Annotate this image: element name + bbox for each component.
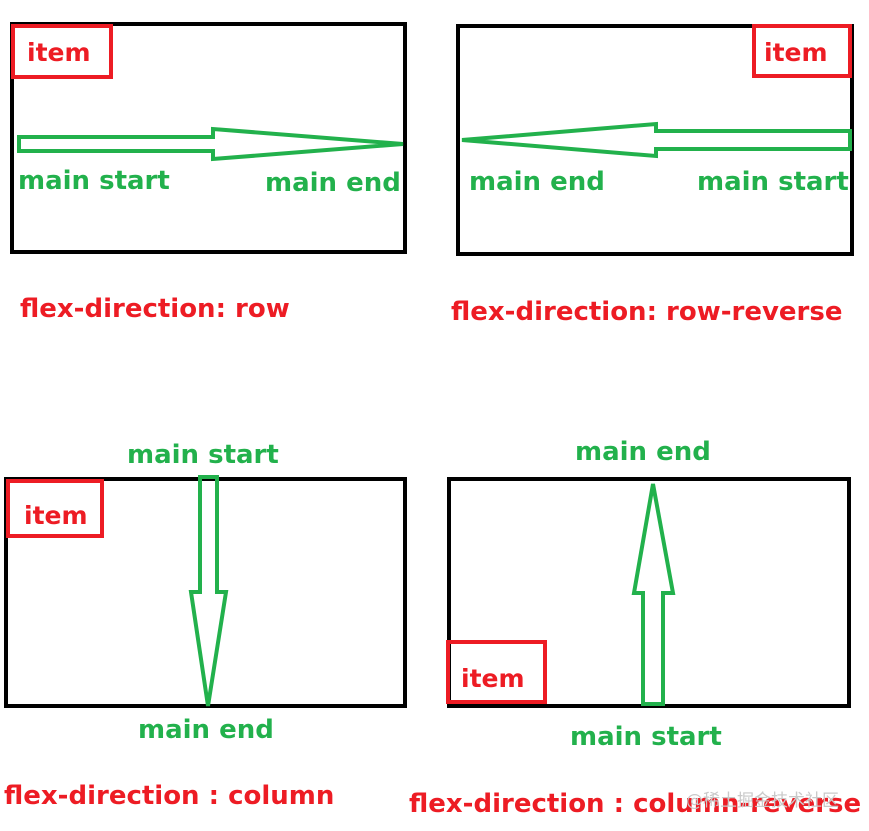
item-box-row-reverse (752, 24, 852, 78)
main-start-label-row: main start (18, 166, 170, 196)
arrow-row-right (17, 126, 404, 162)
caption-row: flex-direction: row (20, 294, 290, 324)
item-label-column-reverse: item (461, 664, 525, 693)
arrow-row-reverse-left (461, 121, 852, 159)
main-start-label-column-reverse: main start (570, 722, 722, 752)
main-end-label-column-reverse: main end (575, 437, 711, 467)
item-label-row-reverse: item (764, 38, 828, 67)
watermark: @稀土掘金技术社区 (686, 791, 839, 811)
main-start-label-row-reverse: main start (697, 167, 849, 197)
caption-row-reverse: flex-direction: row-reverse (451, 297, 843, 327)
arrow-column-down (188, 475, 229, 707)
item-label-column: item (24, 501, 88, 530)
caption-column: flex-direction : column (4, 781, 335, 811)
item-box-column-reverse (446, 640, 547, 704)
item-label-row: item (27, 38, 91, 67)
main-end-label-row-reverse: main end (469, 167, 605, 197)
container-box-row (10, 22, 407, 254)
arrow-column-reverse-up (631, 483, 676, 706)
main-end-label-column: main end (138, 715, 274, 745)
item-box-row (11, 24, 113, 79)
main-end-label-row: main end (265, 168, 401, 198)
main-start-label-column: main start (127, 440, 279, 470)
item-box-column (6, 479, 104, 538)
caption-column-reverse: flex-direction : column-reverse (409, 789, 862, 819)
